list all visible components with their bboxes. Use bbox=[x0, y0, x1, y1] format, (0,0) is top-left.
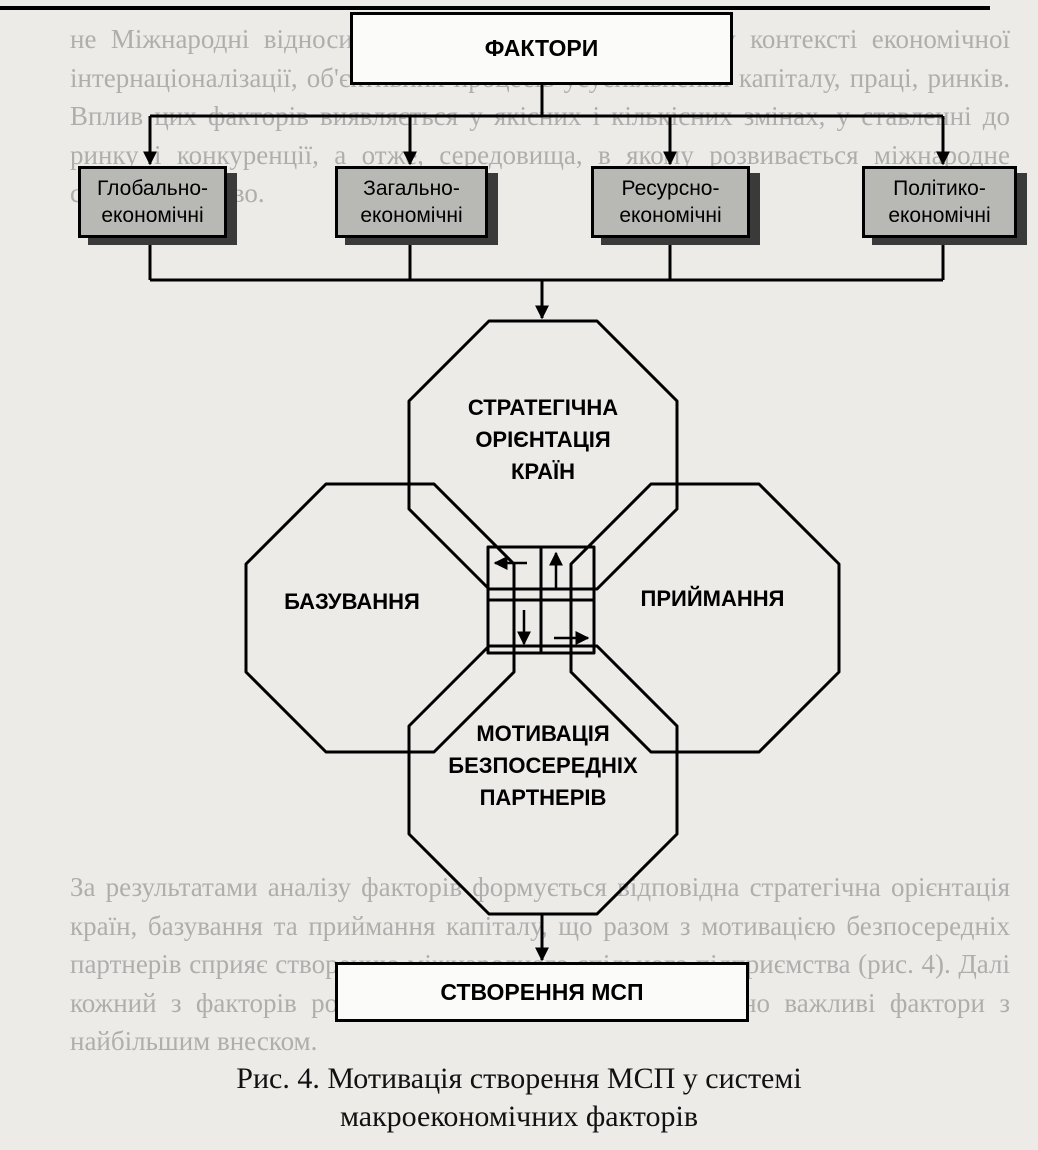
octagon-hosting bbox=[569, 482, 841, 754]
factors-box: ФАКТОРИ bbox=[350, 12, 733, 85]
basing-label: БАЗУВАННЯ bbox=[284, 589, 420, 614]
factor-resource-economic: Ресурсно- економічні bbox=[591, 166, 750, 238]
octagon-motivation bbox=[407, 644, 679, 916]
motivation-label: МОТИВАЦІЯ БЕЗПОСЕРЕДНІХ ПАРТНЕРІВ bbox=[448, 721, 638, 810]
factor-general-economic: Загально- економічні bbox=[335, 166, 488, 238]
factor-political-economic: Політико- економічні bbox=[862, 166, 1017, 238]
hosting-label: ПРИЙМАННЯ bbox=[640, 586, 785, 611]
strategy-label: СТРАТЕГІЧНА ОРІЄНТАЦІЯ КРАЇН bbox=[467, 395, 619, 484]
octagon-basing bbox=[244, 482, 516, 754]
figure-caption: Рис. 4. Мотивація створення МСП у систем… bbox=[0, 1060, 1038, 1136]
factor-global-economic: Глобально- економічні bbox=[78, 166, 227, 238]
octagon-strategy bbox=[407, 319, 679, 591]
creation-box: СТВОРЕННЯ МСП bbox=[335, 962, 749, 1022]
